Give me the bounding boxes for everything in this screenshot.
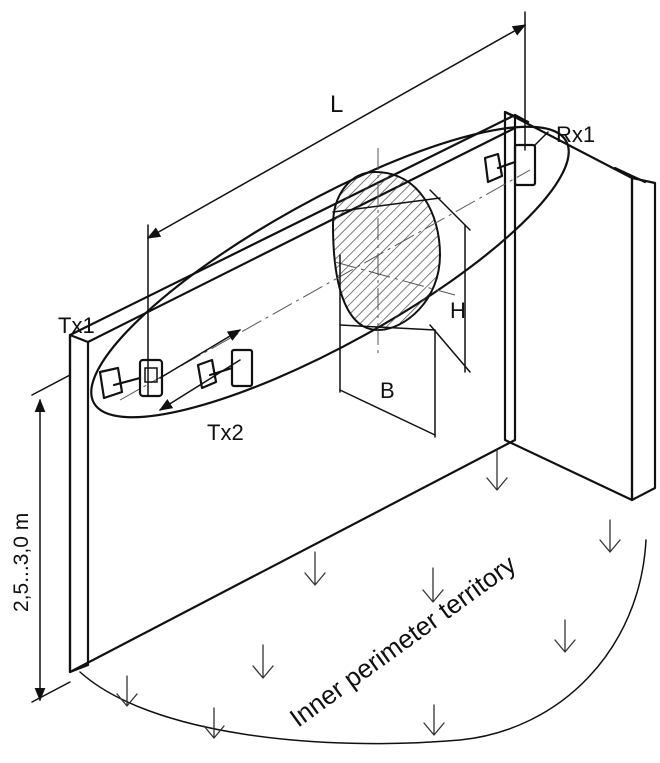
tx2-unit (196, 348, 254, 390)
width-dimension (339, 254, 436, 438)
beam-arrow-tx2 (158, 359, 241, 411)
label-transmitter-1: Tx1 (58, 313, 95, 338)
mount-height-dimension (31, 374, 71, 703)
label-transmitter-2: Tx2 (207, 420, 244, 445)
ground-arrows (116, 449, 621, 739)
label-height: H (450, 298, 466, 323)
label-mount-height: 2,5...3,0 m (10, 513, 33, 612)
length-dimension (146, 11, 527, 396)
rx1-unit (483, 131, 549, 187)
tx1-unit (98, 358, 164, 400)
height-dimension (429, 189, 471, 373)
label-territory: Inner perimeter territory (284, 549, 521, 733)
side-wall (503, 110, 657, 502)
beam-arrow-tx1 (159, 329, 242, 379)
zone-cross-section (331, 170, 442, 332)
detection-zone (90, 125, 570, 419)
label-receiver: Rx1 (556, 122, 595, 147)
label-width: B (380, 378, 395, 403)
label-length: L (330, 91, 343, 118)
ground-boundary (79, 539, 647, 745)
